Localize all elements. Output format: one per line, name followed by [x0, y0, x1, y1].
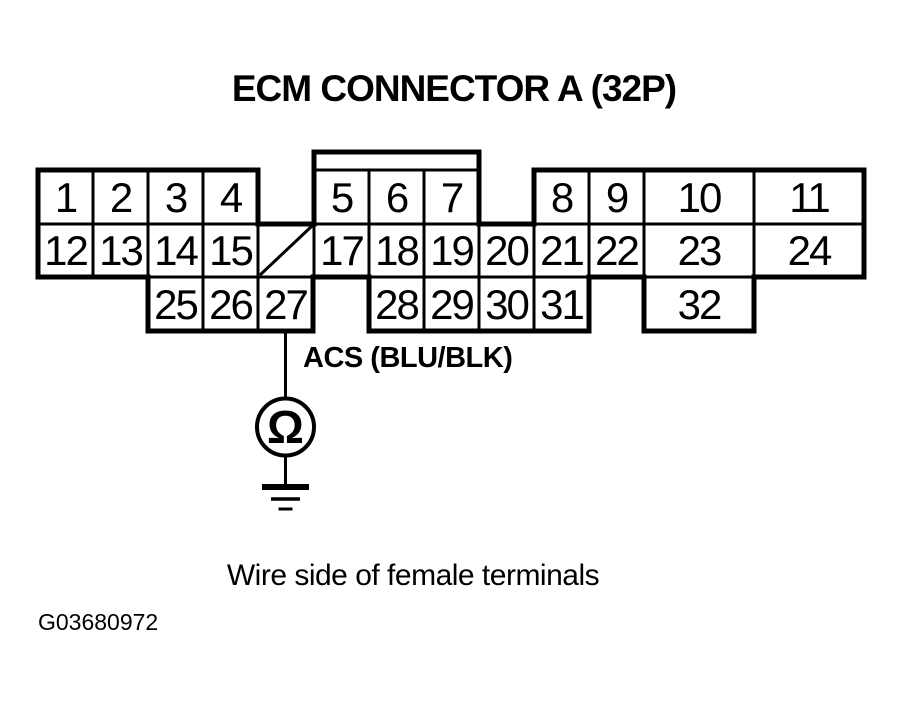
ohm-symbol: Ω — [267, 401, 304, 453]
pin-cell-28: 28 — [367, 275, 426, 333]
pin-number: 1 — [55, 174, 77, 221]
pin-number: 10 — [678, 174, 721, 221]
figure-id: G03680972 — [38, 609, 158, 635]
diagram-caption: Wire side of female terminals — [227, 559, 599, 592]
pin-cell-29: 29 — [422, 275, 481, 333]
test-circuit: ACS (BLU/BLK) Ω — [255, 331, 513, 511]
pin-number: 28 — [375, 281, 418, 328]
pin-number: 22 — [595, 227, 638, 274]
pin-number: 23 — [678, 227, 721, 274]
pin-cell-21: 21 — [532, 222, 591, 279]
pin-cell-3: 3 — [146, 168, 205, 226]
pin-cell-12: 12 — [36, 222, 95, 279]
pin-cell-2: 2 — [91, 168, 150, 226]
pin-number: 29 — [430, 281, 473, 328]
pin-number: 14 — [154, 227, 198, 274]
pin-cell-23: 23 — [642, 222, 756, 279]
pin-number: 20 — [485, 227, 528, 274]
pin-cell-7: 7 — [422, 168, 481, 226]
connector-key-tab — [312, 150, 481, 172]
pin-cell-13: 13 — [91, 222, 150, 279]
pin-number: 8 — [551, 174, 573, 221]
pin-box — [477, 275, 536, 333]
pin-cell-22: 22 — [587, 222, 646, 279]
diagram-title: ECM CONNECTOR A (32P) — [232, 68, 676, 109]
pin-cell-18: 18 — [367, 222, 426, 279]
ground-icon — [262, 484, 309, 511]
pin-number: 27 — [264, 281, 307, 328]
pin-number: 19 — [430, 227, 473, 274]
pin-cell-4: 4 — [201, 168, 260, 226]
pin-cell-32: 32 — [642, 275, 756, 333]
pin-cell-8: 8 — [532, 168, 591, 226]
pin-cell-10: 10 — [642, 168, 756, 226]
pin-cell-26: 26 — [201, 275, 260, 333]
pin-cell-19: 19 — [422, 222, 481, 279]
pin-number: 30 — [485, 281, 528, 328]
pin-cell-31: 31 — [532, 275, 591, 333]
pin-cell-27: 27 — [256, 275, 315, 333]
pin-cell-6: 6 — [367, 168, 426, 226]
pin-cell-17: 17 — [312, 222, 371, 279]
pin-number: 11 — [789, 174, 829, 221]
pin-number: 12 — [44, 227, 87, 274]
blocked-pin-slash — [258, 224, 314, 277]
pin-number: 13 — [99, 227, 142, 274]
pin-number: 9 — [606, 174, 628, 221]
pin-cell-20: 20 — [477, 222, 536, 279]
pin-cell-11: 11 — [752, 168, 866, 226]
wire-label: ACS (BLU/BLK) — [303, 342, 512, 374]
pin-number: 26 — [209, 281, 252, 328]
pin-number: 21 — [540, 227, 583, 274]
pin-number: 24 — [788, 227, 832, 274]
pin-number: 2 — [110, 174, 132, 221]
pin-number: 7 — [441, 174, 463, 221]
pin-number: 4 — [220, 174, 243, 221]
pin-box — [642, 168, 756, 226]
pin-cell-25: 25 — [146, 275, 205, 333]
pin-cell-5: 5 — [312, 168, 371, 226]
pin-cell-14: 14 — [146, 222, 205, 279]
pin-cell-30: 30 — [477, 275, 536, 333]
pin-cell-9: 9 — [587, 168, 646, 226]
pin-number: 18 — [375, 227, 418, 274]
connector-outline — [35, 149, 867, 334]
pin-number: 6 — [386, 174, 408, 221]
pin-cell-15: 15 — [201, 222, 260, 279]
pin-number: 5 — [331, 174, 353, 221]
blocked-pin-cell-16 — [256, 222, 316, 279]
pin-cell-1: 1 — [36, 168, 95, 226]
pin-number: 17 — [320, 227, 363, 274]
pin-number: 32 — [678, 281, 721, 328]
pin-number: 25 — [154, 281, 197, 328]
pin-number: 3 — [165, 174, 187, 221]
pin-number: 31 — [540, 281, 583, 328]
pin-cell-24: 24 — [752, 222, 866, 279]
connector-pin-grid: 1 2 3 4 5 6 7 8 9 10 11 12 13 14 15 17 1… — [35, 149, 867, 334]
pin-number: 15 — [209, 227, 252, 274]
